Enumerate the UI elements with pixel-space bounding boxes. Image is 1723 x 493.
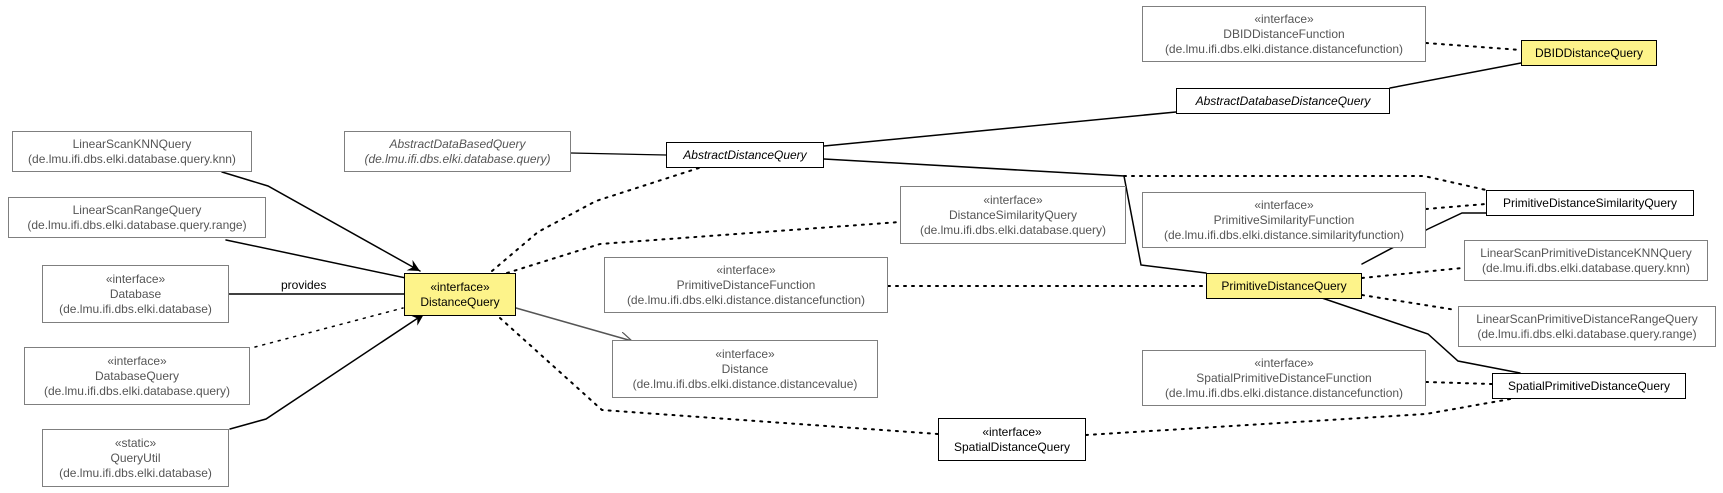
class-name: PrimitiveDistanceQuery xyxy=(1221,278,1347,293)
stereotype-label: «interface» xyxy=(716,262,776,277)
class-name: PrimitiveSimilarityFunction xyxy=(1213,212,1355,227)
class-name: SpatialPrimitiveDistanceQuery xyxy=(1507,378,1671,393)
node-primitive-distance-query[interactable]: PrimitiveDistanceQuery xyxy=(1206,273,1362,299)
class-name: SpatialDistanceQuery xyxy=(953,439,1071,454)
class-name: DBIDDistanceQuery xyxy=(1534,45,1644,60)
stereotype-label: «interface» xyxy=(107,353,167,368)
edge-dbidfunction-to-dbidquery xyxy=(1425,42,1522,51)
class-name: PrimitiveDistanceFunction xyxy=(676,277,816,292)
edge-queryutil-to-distancequery xyxy=(229,313,425,430)
node-linear-scan-range-query[interactable]: LinearScanRangeQuery (de.lmu.ifi.dbs.elk… xyxy=(8,197,266,238)
edge-abstractdatabased-to-abstractdistance xyxy=(570,152,667,156)
class-name: LinearScanPrimitiveDistanceRangeQuery xyxy=(1476,311,1698,326)
edge-abstractdistance-to-primitivedistance xyxy=(823,158,1207,274)
node-spatial-primitive-distance-function[interactable]: «interface» SpatialPrimitiveDistanceFunc… xyxy=(1142,350,1426,406)
edge-distancequery-to-spatialdistancequery xyxy=(499,317,939,435)
node-database[interactable]: «interface» Database (de.lmu.ifi.dbs.elk… xyxy=(42,265,229,323)
node-dbid-distance-function[interactable]: «interface» DBIDDistanceFunction (de.lmu… xyxy=(1142,6,1426,62)
node-spatial-distance-query[interactable]: «interface» SpatialDistanceQuery xyxy=(938,418,1086,461)
edge-primitivedistance-to-range xyxy=(1361,294,1457,311)
edge-linearscanknn-to-distancequery xyxy=(221,171,421,272)
class-name: DistanceQuery xyxy=(420,294,500,309)
package-name: (de.lmu.ifi.dbs.elki.database.query) xyxy=(43,383,231,398)
package-name: (de.lmu.ifi.dbs.elki.distance.distancefu… xyxy=(626,292,866,307)
edge-distancesimilarityquery-to-similarityquery xyxy=(1123,175,1487,191)
stereotype-label: «interface» xyxy=(982,424,1042,439)
stereotype-label: «interface» xyxy=(1254,355,1314,370)
edge-distancequery-to-distance xyxy=(515,307,632,341)
node-primitive-distance-similarity-query[interactable]: PrimitiveDistanceSimilarityQuery xyxy=(1486,190,1694,216)
package-name: (de.lmu.ifi.dbs.elki.database.query.knn) xyxy=(28,151,236,166)
node-abstract-data-based-query[interactable]: AbstractDataBasedQuery (de.lmu.ifi.dbs.e… xyxy=(344,131,571,172)
node-query-util[interactable]: «static» QueryUtil (de.lmu.ifi.dbs.elki.… xyxy=(42,429,229,487)
class-name: PrimitiveDistanceSimilarityQuery xyxy=(1502,195,1678,210)
edge-primitivedistance-to-knn xyxy=(1361,267,1463,279)
edge-linearscanrange-to-distancequery xyxy=(225,239,421,285)
node-spatial-primitive-distance-query[interactable]: SpatialPrimitiveDistanceQuery xyxy=(1492,373,1686,399)
class-name: Distance xyxy=(721,361,769,376)
package-name: (de.lmu.ifi.dbs.elki.database.query) xyxy=(919,222,1107,237)
class-name: QueryUtil xyxy=(110,450,161,465)
package-name: (de.lmu.ifi.dbs.elki.distance.distancefu… xyxy=(1164,41,1404,56)
stereotype-label: «interface» xyxy=(1254,197,1314,212)
edge-label-provides: provides xyxy=(281,278,327,292)
node-dbid-distance-query[interactable]: DBIDDistanceQuery xyxy=(1521,40,1657,66)
node-abstract-database-distance-query[interactable]: AbstractDatabaseDistanceQuery xyxy=(1176,88,1390,114)
node-abstract-distance-query[interactable]: AbstractDistanceQuery xyxy=(666,142,824,168)
node-distance-similarity-query[interactable]: «interface» DistanceSimilarityQuery (de.… xyxy=(900,186,1126,244)
package-name: (de.lmu.ifi.dbs.elki.distance.distancefu… xyxy=(1164,385,1404,400)
stereotype-label: «interface» xyxy=(105,271,166,286)
edge-abstractdistance-to-abstractdatabasedistance xyxy=(823,111,1177,147)
class-name: LinearScanKNNQuery xyxy=(72,136,192,151)
node-linear-scan-primitive-distance-knn-query[interactable]: LinearScanPrimitiveDistanceKNNQuery (de.… xyxy=(1464,240,1708,281)
stereotype-label: «interface» xyxy=(983,192,1043,207)
package-name: (de.lmu.ifi.dbs.elki.database.query.knn) xyxy=(1482,260,1690,275)
edge-abstractdatabasedistance-to-dbiddistance xyxy=(1389,62,1522,89)
node-distance-query[interactable]: «interface» DistanceQuery xyxy=(404,273,516,316)
class-name: DatabaseQuery xyxy=(94,368,180,383)
class-name: LinearScanRangeQuery xyxy=(72,202,202,217)
edge-spatialdistance-to-spatialprimitive xyxy=(1085,397,1517,436)
edge-similarityfunction-to-similarityquery xyxy=(1425,203,1487,210)
package-name: (de.lmu.ifi.dbs.elki.distance.similarity… xyxy=(1163,227,1405,242)
edge-primitivedistance-to-spatialprimitive xyxy=(1321,297,1521,374)
class-name: LinearScanPrimitiveDistanceKNNQuery xyxy=(1480,245,1692,260)
class-name: SpatialPrimitiveDistanceFunction xyxy=(1196,370,1372,385)
class-name: AbstractDataBasedQuery xyxy=(389,136,526,151)
package-name: (de.lmu.ifi.dbs.elki.distance.distanceva… xyxy=(632,376,858,391)
package-name: (de.lmu.ifi.dbs.elki.database.query.rang… xyxy=(27,217,247,232)
edge-spatialfunction-to-spatialquery xyxy=(1425,381,1493,385)
package-name: (de.lmu.ifi.dbs.elki.database.query) xyxy=(364,151,551,166)
edge-distancequery-to-distancesimilarityquery xyxy=(506,221,901,274)
class-name: DistanceSimilarityQuery xyxy=(948,207,1078,222)
stereotype-label: «interface» xyxy=(1254,11,1314,26)
class-name: AbstractDistanceQuery xyxy=(683,147,807,162)
class-name: DBIDDistanceFunction xyxy=(1223,26,1345,41)
node-primitive-distance-function[interactable]: «interface» PrimitiveDistanceFunction (d… xyxy=(604,257,888,313)
class-name: AbstractDatabaseDistanceQuery xyxy=(1195,93,1371,108)
edge-databasequery-to-distancequery xyxy=(254,307,404,348)
node-database-query[interactable]: «interface» DatabaseQuery (de.lmu.ifi.db… xyxy=(24,347,250,405)
node-distance[interactable]: «interface» Distance (de.lmu.ifi.dbs.elk… xyxy=(612,340,878,398)
package-name: (de.lmu.ifi.dbs.elki.database.query.rang… xyxy=(1477,326,1697,341)
node-linear-scan-knn-query[interactable]: LinearScanKNNQuery (de.lmu.ifi.dbs.elki.… xyxy=(12,131,252,172)
stereotype-label: «static» xyxy=(114,435,157,450)
node-primitive-similarity-function[interactable]: «interface» PrimitiveSimilarityFunction … xyxy=(1142,192,1426,248)
package-name: (de.lmu.ifi.dbs.elki.database) xyxy=(59,301,212,316)
stereotype-label: «interface» xyxy=(430,279,490,294)
stereotype-label: «interface» xyxy=(715,346,775,361)
package-name: (de.lmu.ifi.dbs.elki.database) xyxy=(59,465,212,480)
class-name: Database xyxy=(109,286,162,301)
node-linear-scan-primitive-distance-range-query[interactable]: LinearScanPrimitiveDistanceRangeQuery (d… xyxy=(1458,306,1716,347)
edge-distancequery-to-abstractdistancequery xyxy=(491,165,706,272)
